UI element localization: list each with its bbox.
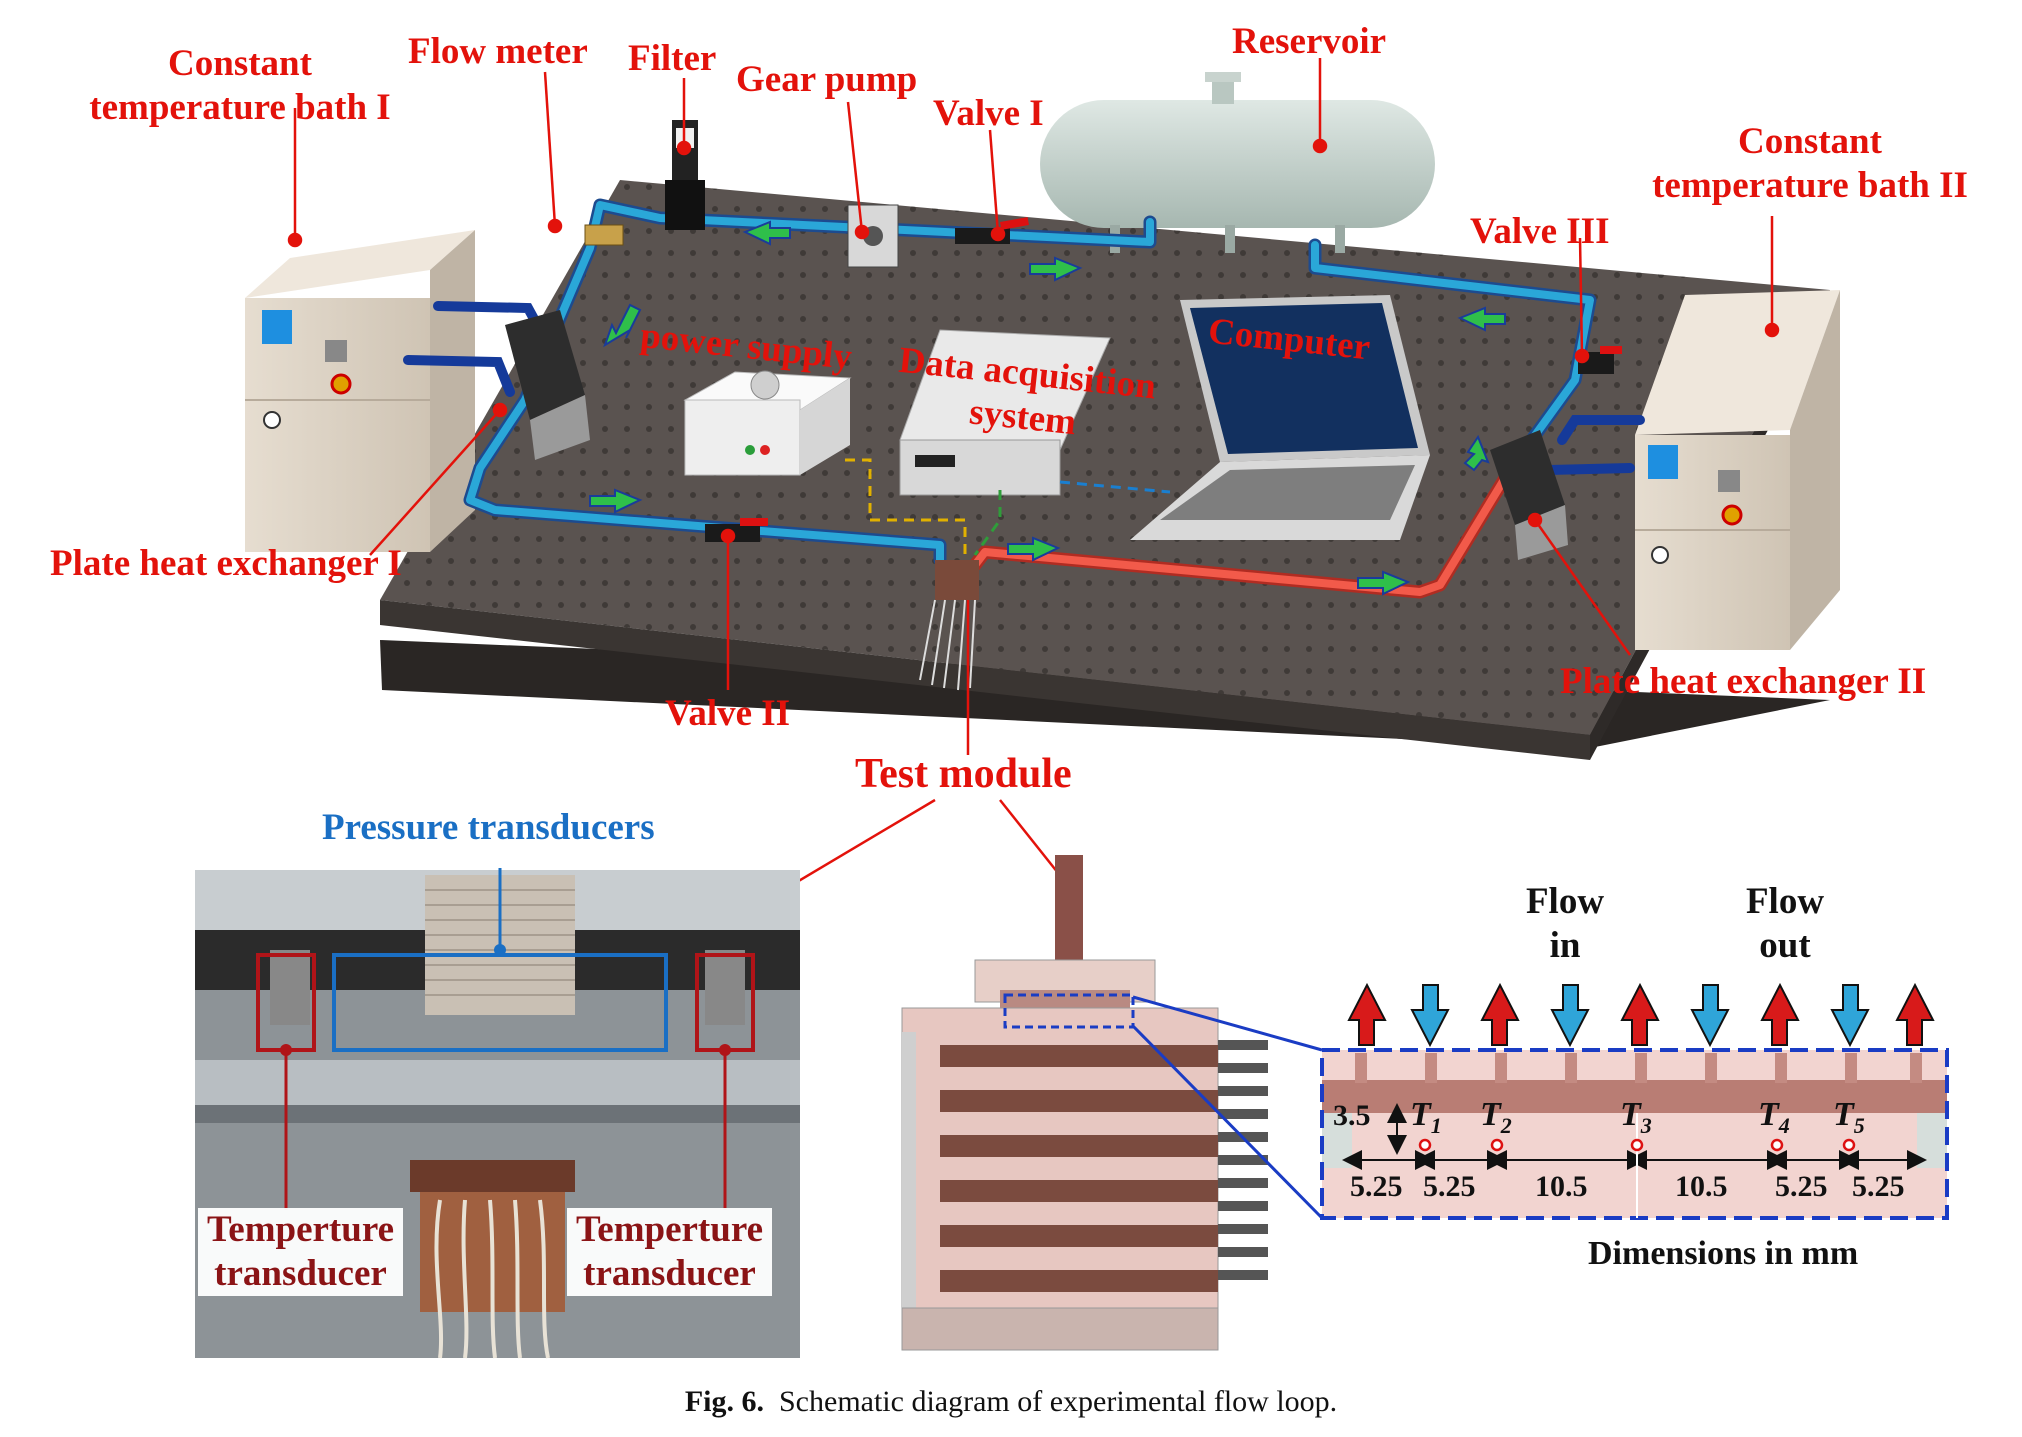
label-flow-in: Flow in xyxy=(1500,880,1630,968)
gear-pump-unit xyxy=(847,204,899,268)
label-temp-transducer-left-line-2: transducer xyxy=(214,1253,387,1294)
label-flow-out-line-1: Flow xyxy=(1745,881,1825,922)
test-module-cross-section xyxy=(901,855,1324,1351)
label-temp-transducer-right: Temperture transducer xyxy=(567,1208,772,1296)
test-module-on-table xyxy=(919,560,979,691)
label-bath-2: Constant temperature bath II xyxy=(1640,120,1980,208)
spacing-5: 5.25 xyxy=(1775,1170,1828,1203)
spacing-3: 10.5 xyxy=(1535,1170,1588,1203)
label-flow-meter: Flow meter xyxy=(408,31,588,72)
label-bath-1-line-1: Constant xyxy=(168,43,312,84)
zoomed-section xyxy=(1320,1048,1949,1220)
label-bath-2-line-2: temperature bath II xyxy=(1652,165,1968,206)
label-temp-transducer-right-line-1: Temperture xyxy=(575,1209,764,1250)
svg-text:T1: T1 xyxy=(1410,1096,1442,1138)
sensor-t4-sub: 4 xyxy=(1778,1113,1790,1138)
dimension-lines xyxy=(1342,1103,1927,1218)
power-supply-unit xyxy=(683,370,852,476)
label-bath-1: Constant temperature bath I xyxy=(75,42,405,130)
sensor-t2-sub: 2 xyxy=(1500,1113,1512,1138)
label-valve-2: Valve II xyxy=(665,693,791,734)
label-valve-3: Valve III xyxy=(1470,211,1610,252)
sensor-t4: T xyxy=(1758,1096,1780,1133)
spacing-2: 5.25 xyxy=(1423,1170,1476,1203)
label-valve-1: Valve I xyxy=(933,93,1044,134)
photo-annotations xyxy=(256,868,755,1210)
flow-direction-arrows xyxy=(589,220,1506,596)
reservoir-tank xyxy=(1040,72,1435,253)
sensor-t5-sub: 5 xyxy=(1854,1113,1865,1138)
label-flow-in-line-2: in xyxy=(1549,925,1581,966)
label-temp-transducer-left-line-1: Temperture xyxy=(206,1209,395,1250)
height-dimension-value: 3.5 xyxy=(1333,1099,1371,1132)
label-test-module: Test module xyxy=(855,751,1072,797)
label-bath-2-line-1: Constant xyxy=(1738,121,1882,162)
svg-text:T5: T5 xyxy=(1833,1096,1865,1138)
caption-fig-number: Fig. 6. xyxy=(684,1385,764,1418)
label-flow-out: Flow out xyxy=(1720,880,1850,968)
figure-caption: Fig. 6. Schematic diagram of experimenta… xyxy=(0,1385,2022,1419)
constant-temperature-bath-2 xyxy=(1635,290,1840,650)
label-flow-out-line-2: out xyxy=(1759,925,1811,966)
sensor-t1: T xyxy=(1410,1096,1432,1133)
label-gear-pump: Gear pump xyxy=(736,59,918,100)
label-temp-transducer-left: Temperture transducer xyxy=(198,1208,403,1296)
label-filter: Filter xyxy=(628,38,717,79)
svg-text:T2: T2 xyxy=(1480,1096,1512,1138)
section-dimension-text: 3.5 5.25 5.25 10.5 10.5 5.25 5.25 T1 T2 … xyxy=(1333,1096,1905,1203)
label-bath-1-line-2: temperature bath I xyxy=(89,87,391,128)
flow-arrows-section xyxy=(1347,982,1935,1048)
sensor-t3-sub: 3 xyxy=(1640,1113,1652,1138)
sensor-t3: T xyxy=(1620,1096,1642,1133)
sensor-t5: T xyxy=(1833,1096,1855,1133)
svg-text:T4: T4 xyxy=(1758,1096,1790,1138)
sensor-t2: T xyxy=(1480,1096,1502,1133)
signal-wires xyxy=(845,458,1171,556)
sensor-t1-sub: 1 xyxy=(1431,1113,1442,1138)
label-plate-heat-exchanger-2: Plate heat exchanger II xyxy=(1560,661,1927,702)
sensor-points xyxy=(1418,1138,1856,1152)
daq-unit xyxy=(899,329,1111,496)
laptop-computer xyxy=(1130,295,1430,540)
label-flow-in-line-1: Flow xyxy=(1525,881,1605,922)
label-pressure-transducers: Pressure transducers xyxy=(322,807,655,848)
spacing-1: 5.25 xyxy=(1350,1170,1403,1203)
plate-heat-exchanger-1-body xyxy=(505,310,590,460)
caption-text: Schematic diagram of experimental flow l… xyxy=(779,1385,1338,1418)
label-temp-transducer-right-line-2: transducer xyxy=(583,1253,756,1294)
svg-text:T3: T3 xyxy=(1620,1096,1652,1138)
spacing-6: 5.25 xyxy=(1852,1170,1905,1203)
hot-pipe xyxy=(968,471,1512,599)
flow-meter-device xyxy=(584,224,624,246)
label-reservoir: Reservoir xyxy=(1232,21,1387,62)
label-plate-heat-exchanger-1: Plate heat exchanger I xyxy=(50,543,402,584)
label-dimensions-note: Dimensions in mm xyxy=(1588,1235,1859,1272)
constant-temperature-bath-1 xyxy=(245,230,475,552)
spacing-4: 10.5 xyxy=(1675,1170,1728,1203)
